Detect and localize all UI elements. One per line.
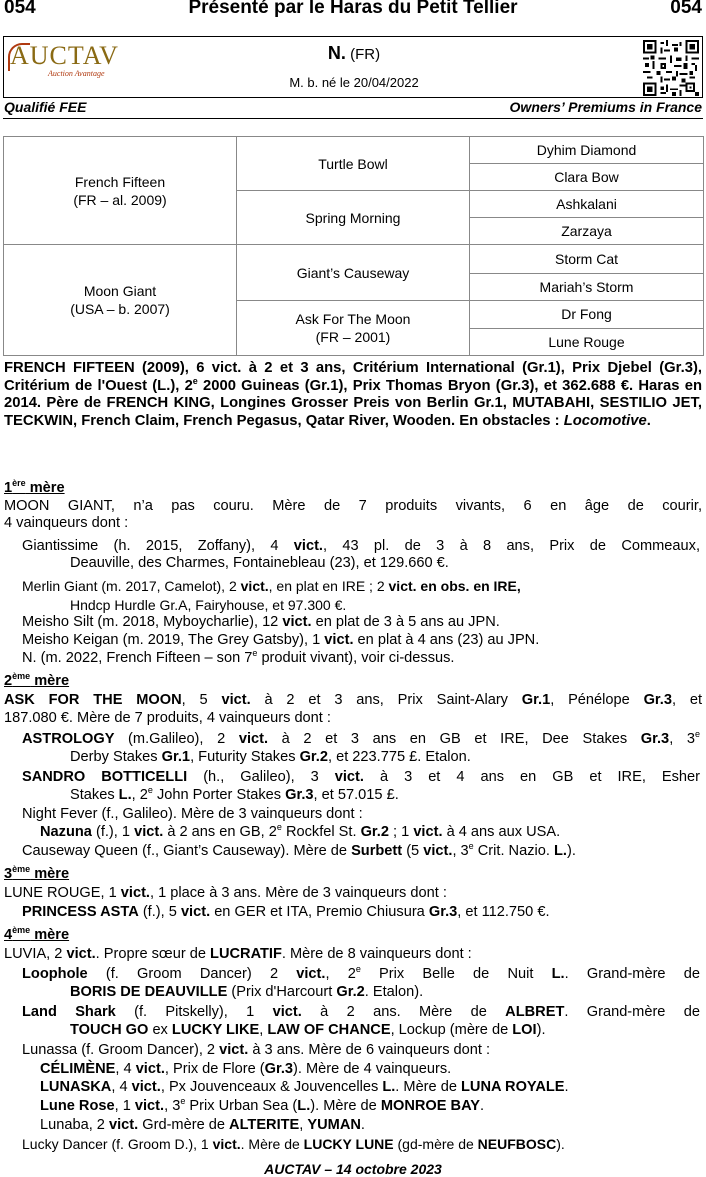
pedigree-sire: French Fifteen(FR – al. 2009) [3, 135, 237, 246]
divider [3, 118, 703, 119]
produce-line: PRINCESS ASTA (f.), 5 vict. en GER et IT… [22, 904, 550, 920]
fourth-dam-line: LUVIA, 2 vict.. Propre sœur de LUCRATIF.… [4, 946, 472, 962]
second-dam-line: 187.080 €. Mère de 7 produits, 4 vainque… [4, 710, 331, 726]
qr-code-icon [643, 40, 699, 96]
pedigree-gg-4: Zarzaya [469, 217, 704, 246]
auctav-logo: AUCTAV Auction Avantage [8, 39, 134, 79]
pedigree-gg-3: Ashkalani [469, 190, 704, 219]
logo-name: AUCTAV [10, 41, 119, 70]
lot-number-left: 054 [4, 0, 36, 18]
pedigree-gg-5: Storm Cat [469, 244, 704, 274]
horse-name: N. (FR) [327, 43, 381, 63]
produce-line: N. (m. 2022, French Fifteen – son 7e pro… [22, 648, 455, 666]
pedigree-gg-2: Clara Bow [469, 163, 704, 192]
produce-line: TOUCH GO ex LUCKY LIKE, LAW OF CHANCE, L… [70, 1022, 546, 1038]
produce-line: Lune Rose, 1 vict., 3e Prix Urban Sea (L… [40, 1096, 485, 1114]
produce-line: BORIS DE DEAUVILLE (Prix d'Harcourt Gr.2… [70, 984, 424, 1000]
pedigree-dam-sire: Giant’s Causeway [236, 244, 470, 301]
pedigree-gg-8: Lune Rouge [469, 327, 704, 357]
produce-line: Stakes L., 2e John Porter Stakes Gr.3, e… [70, 785, 399, 803]
produce-line: LUNASKA, 4 vict., Px Jouvenceaux & Jouve… [40, 1079, 569, 1095]
pedigree-table: French Fifteen(FR – al. 2009) Turtle Bow… [3, 135, 704, 357]
first-dam-line: MOON GIANT, n’a pas couru. Mère de 7 pro… [4, 498, 702, 514]
produce-line: Hndcp Hurdle Gr.A, Fairyhouse, et 97.300… [70, 597, 347, 613]
page-footer: AUCTAV – 14 octobre 2023 [264, 1161, 442, 1177]
produce-line: Meisho Keigan (m. 2019, The Grey Gatsby)… [22, 632, 540, 648]
produce-line: Merlin Giant (m. 2017, Camelot), 2 vict.… [22, 578, 521, 594]
pedigree-dam: Moon Giant(USA – b. 2007) [3, 244, 237, 356]
produce-line: Lucky Dancer (f. Groom D.), 1 vict.. Mèr… [22, 1136, 565, 1152]
pedigree-dam-dam: Ask For The Moon(FR – 2001) [236, 299, 470, 357]
second-dam-line: ASK FOR THE MOON, 5 vict. à 2 et 3 ans, … [4, 692, 703, 708]
qualif-fee: Qualifié FEE [4, 99, 87, 115]
first-dam-line: 4 vainqueurs dont : [4, 515, 129, 531]
fourth-dam-heading: 4ème mère [4, 925, 70, 943]
sire-performance: FRENCH FIFTEEN (2009), 6 vict. à 2 et 3 … [4, 360, 702, 429]
horse-birth: M. b. né le 20/04/2022 [289, 75, 419, 90]
third-dam-line: LUNE ROUGE, 1 vict., 1 place à 3 ans. Mè… [4, 885, 447, 901]
produce-line: SANDRO BOTTICELLI (h., Galileo), 3 vict.… [22, 769, 701, 785]
produce-line: Night Fever (f., Galileo). Mère de 3 vai… [22, 806, 363, 822]
lot-number-right: 054 [670, 0, 702, 18]
pedigree-sire-dam: Spring Morning [236, 190, 470, 246]
third-dam-heading: 3ème mère [4, 864, 70, 882]
pedigree-gg-6: Mariah’s Storm [469, 272, 704, 301]
produce-line: CÉLIMÈNE, 4 vict., Prix de Flore (Gr.3).… [40, 1061, 452, 1077]
header-title: Présenté par le Haras du Petit Tellier [188, 0, 518, 18]
produce-line: Meisho Silt (m. 2018, Myboycharlie), 12 … [22, 614, 500, 630]
produce-line: Nazuna (f.), 1 vict. à 2 ans en GB, 2e R… [40, 822, 561, 840]
produce-line: Causeway Queen (f., Giant’s Causeway). M… [22, 841, 576, 859]
qualif-owners-premiums: Owners’ Premiums in France [509, 99, 702, 115]
logo-arc-icon [8, 43, 30, 71]
second-dam-heading: 2ème mère [4, 671, 70, 689]
produce-line: Giantissime (h. 2015, Zoffany), 4 vict.,… [22, 538, 700, 554]
produce-line: ASTROLOGY (m.Galileo), 2 vict. à 2 et 3 … [22, 729, 700, 747]
pedigree-gg-7: Dr Fong [469, 299, 704, 329]
produce-line: Loophole (f. Groom Dancer) 2 vict., 2e P… [22, 964, 700, 982]
produce-line: Land Shark (f. Pitskelly), 1 vict. à 2 a… [22, 1004, 700, 1020]
logo-tagline: Auction Avantage [48, 69, 105, 78]
page-header: 054 Présenté par le Haras du Petit Telli… [0, 0, 706, 24]
produce-line: Derby Stakes Gr.1, Futurity Stakes Gr.2,… [70, 749, 471, 765]
first-dam-heading: 1ère mère [4, 478, 65, 496]
pedigree-gg-1: Dyhim Diamond [469, 135, 704, 165]
pedigree-sire-sire: Turtle Bowl [236, 135, 470, 192]
produce-line: Lunassa (f. Groom Dancer), 2 vict. à 3 a… [22, 1042, 491, 1058]
produce-line: Deauville, des Charmes, Fontainebleau (2… [70, 555, 449, 571]
identity-box: AUCTAV Auction Avantage N. (FR) M. b. né… [3, 36, 703, 98]
produce-line: Lunaba, 2 vict. Grd-mère de ALTERITE, YU… [40, 1117, 365, 1133]
